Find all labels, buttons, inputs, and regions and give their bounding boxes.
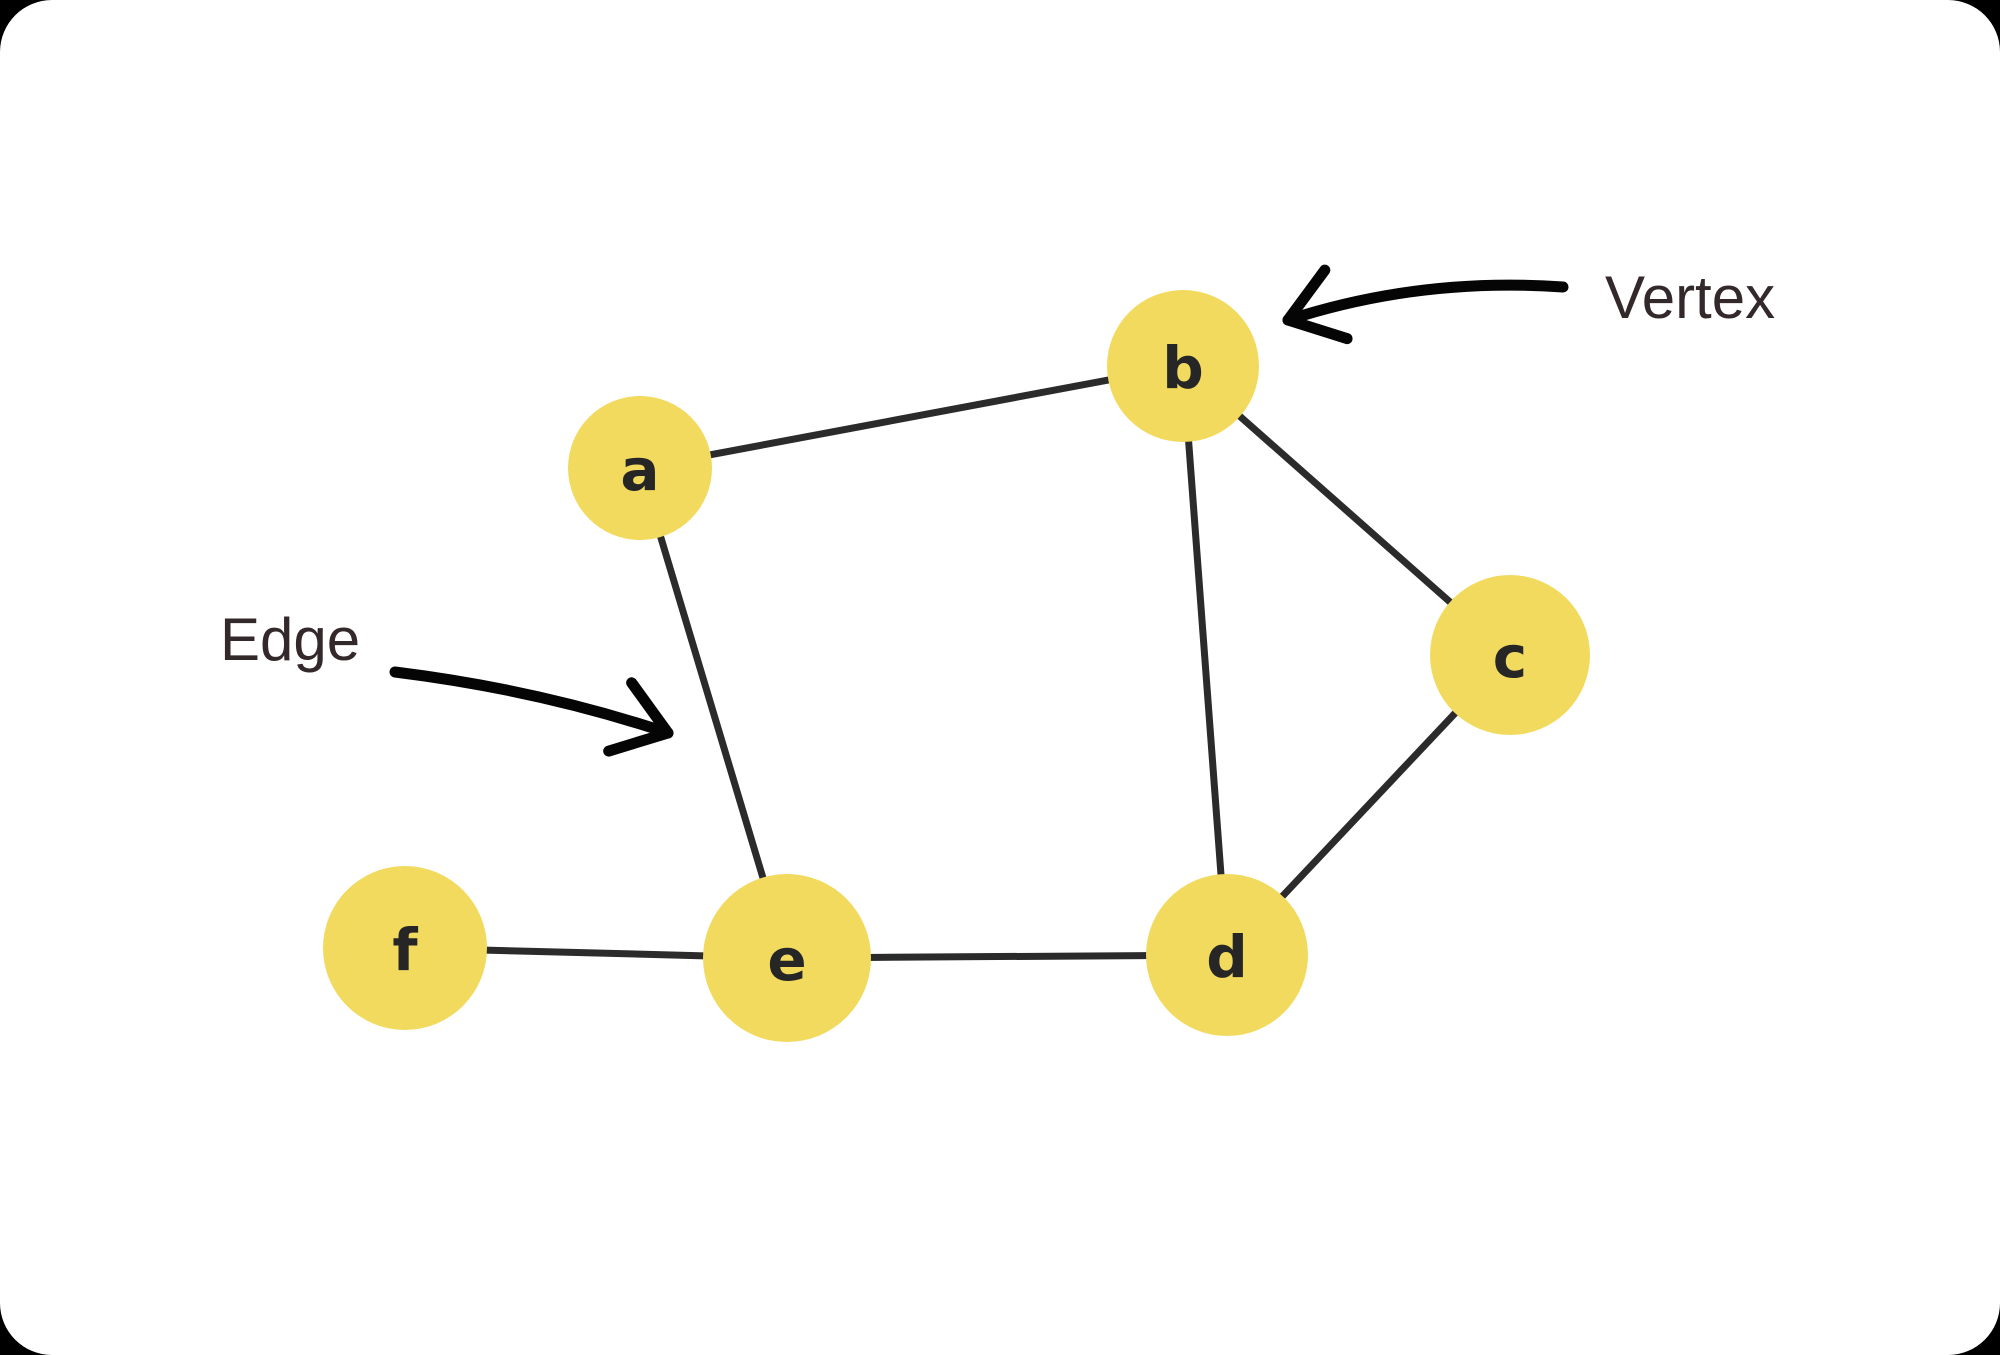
node-circle-e[interactable] bbox=[703, 874, 871, 1042]
graph-node-a[interactable]: a bbox=[568, 396, 712, 540]
node-label-a: a bbox=[620, 436, 659, 504]
graph-node-e[interactable]: e bbox=[703, 874, 871, 1042]
node-label-e: e bbox=[767, 926, 806, 994]
vertex-arrowhead-icon bbox=[1282, 264, 1353, 345]
annotations-layer: Vertex Edge bbox=[220, 264, 1775, 757]
edge-annotation: Edge bbox=[220, 606, 674, 757]
edge-annotation-label: Edge bbox=[220, 606, 360, 673]
node-label-c: c bbox=[1493, 623, 1527, 691]
vertex-annotation-arrow bbox=[1282, 279, 1569, 326]
graph-node-f[interactable]: f bbox=[323, 866, 487, 1030]
graph-node-b[interactable]: b bbox=[1107, 290, 1259, 442]
graph-edge-e-f[interactable] bbox=[477, 946, 713, 960]
edges-layer bbox=[477, 375, 1463, 961]
vertex-annotation-label: Vertex bbox=[1605, 264, 1775, 331]
graph-edge-d-e[interactable] bbox=[861, 952, 1156, 961]
node-circle-c[interactable] bbox=[1430, 575, 1590, 735]
graph-edge-a-b[interactable] bbox=[701, 375, 1118, 460]
graph-node-d[interactable]: d bbox=[1146, 874, 1308, 1036]
node-circle-a[interactable] bbox=[568, 396, 712, 540]
node-label-f: f bbox=[392, 916, 418, 984]
node-circle-d[interactable] bbox=[1146, 874, 1308, 1036]
vertex-annotation: Vertex bbox=[1282, 264, 1775, 345]
graph-edge-c-d[interactable] bbox=[1274, 705, 1463, 904]
graph-node-c[interactable]: c bbox=[1430, 575, 1590, 735]
nodes-layer: a b c d e f bbox=[323, 290, 1590, 1042]
edge-annotation-arrow bbox=[389, 666, 674, 739]
graph-edge-b-c[interactable] bbox=[1231, 408, 1459, 610]
node-circle-b[interactable] bbox=[1107, 290, 1259, 442]
graph-edge-a-e[interactable] bbox=[655, 527, 769, 887]
node-circle-f[interactable] bbox=[323, 866, 487, 1030]
graph-edge-b-d[interactable] bbox=[1184, 432, 1225, 884]
edge-arrowhead-icon bbox=[603, 677, 674, 757]
node-label-d: d bbox=[1206, 923, 1248, 991]
node-label-b: b bbox=[1162, 334, 1204, 402]
